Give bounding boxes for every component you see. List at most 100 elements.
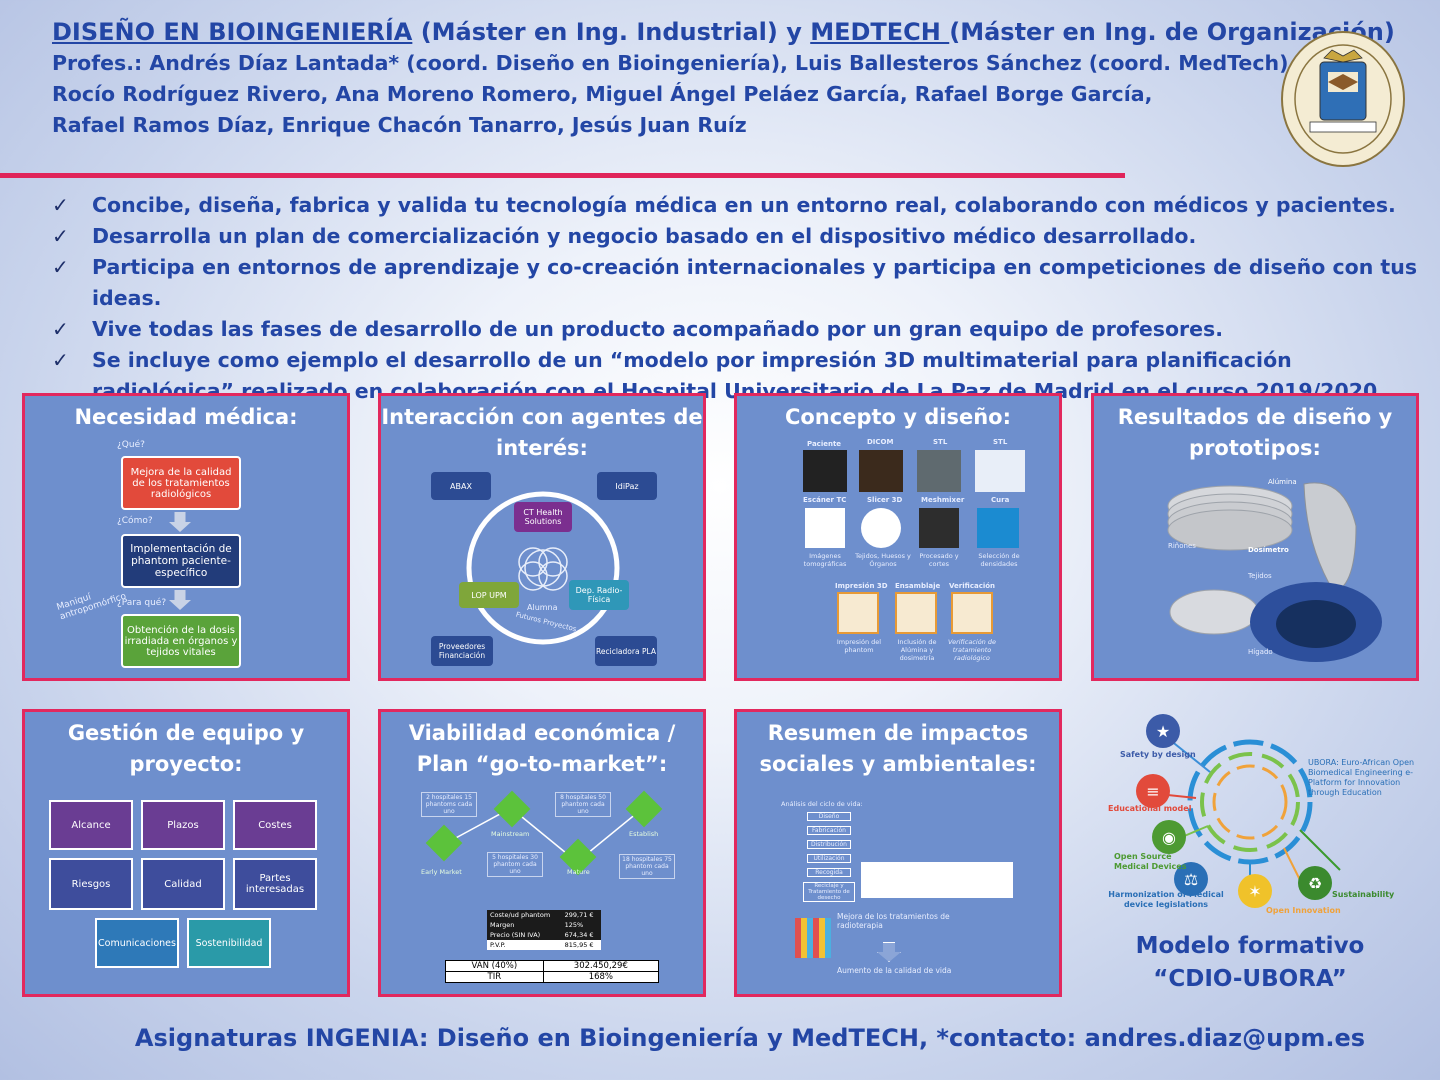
panel-title: Gestión de equipo y proyecto: [67, 721, 305, 776]
step-label: DICOM [867, 438, 894, 446]
impact-table [861, 862, 1013, 898]
shield-icon: ★ [1146, 714, 1180, 748]
stakeholder-idipaz: IdiPaz [597, 472, 657, 500]
stakeholder-abax: ABAX [431, 472, 491, 500]
panel-title: Interacción con agentes de interés: [381, 405, 703, 460]
authors-line-3: Rafael Ramos Díaz, Enrique Chacón Tanarr… [52, 113, 747, 137]
bullet-item: ✓Desarrolla un plan de comercialización … [52, 221, 1432, 252]
ubora-title-line-2: “CDIO-UBORA” [1153, 966, 1347, 992]
arrow-down-icon [169, 590, 191, 610]
table-cell: 125% [564, 921, 584, 929]
ubora-diagram: ★ ≡ ◉ ⚖ ✶ ♻ Safety by design Educational… [1100, 712, 1430, 922]
slicer-icon [861, 508, 901, 548]
stakeholder-lop-upm: LOP UPM [459, 582, 519, 608]
check-icon: ✓ [52, 193, 69, 217]
bullet-item: ✓Vive todas las fases de desarrollo de u… [52, 314, 1432, 345]
label-dosimetro: Dosímetro [1248, 546, 1289, 554]
panel-title: Viabilidad económica / Plan “go-to-marke… [408, 721, 676, 776]
step-label: Slicer 3D [867, 496, 903, 504]
stage-label: Establish [629, 830, 659, 838]
panel-title: Resultados de diseño y prototipos: [1117, 405, 1393, 460]
lca-step: Recogida [807, 868, 851, 877]
pm-area-costes: Costes [233, 800, 317, 850]
label-tejidos: Tejidos [1248, 572, 1272, 580]
pm-area-riesgos: Riesgos [49, 858, 133, 910]
table-cell: P.V.P. [490, 941, 506, 949]
open-source-icon: ◉ [1152, 820, 1186, 854]
tir-label: TIR [445, 971, 544, 983]
cura-stl-image [975, 450, 1025, 492]
table-cell: 674,34 € [564, 931, 594, 939]
stakeholder-dep-radiofisica: Dep. Radio-Física [569, 580, 629, 610]
divider-line [0, 173, 1125, 178]
table-cell: Margen [490, 921, 515, 929]
upm-seal-logo [1281, 31, 1405, 167]
stakeholder-ct-health: CT Health Solutions [514, 502, 572, 532]
check-icon: ✓ [52, 224, 69, 248]
ubora-caption: UBORA: Euro-African Open Biomedical Engi… [1308, 758, 1415, 797]
header: DISEÑO EN BIOINGENIERÍA (Máster en Ing. … [52, 16, 1395, 141]
step-label: STL [933, 438, 948, 446]
panel-viabilidad: Viabilidad económica / Plan “go-to-marke… [378, 709, 706, 997]
need-box-mejora: Mejora de la calidad de los tratamientos… [121, 456, 241, 510]
step-label: Ensamblaje [895, 582, 941, 590]
go-to-market-diagram [425, 790, 663, 876]
side-label: Maniquí antropomórfico [55, 591, 128, 623]
ct-scan-image [803, 450, 847, 492]
step-label: STL [993, 438, 1008, 446]
lca-step: Diseño [807, 812, 851, 821]
panel-impactos: Resumen de impactos sociales y ambiental… [734, 709, 1062, 997]
check-icon: ✓ [52, 317, 69, 341]
arrow-down-icon [877, 942, 901, 962]
footer-text: Asignaturas INGENIA: Diseño en Bioingeni… [134, 1024, 1366, 1052]
dicom-image [859, 450, 903, 492]
label-rinones: Riñones [1168, 542, 1196, 550]
question-label: ¿Para qué? [117, 598, 167, 608]
step-label: Meshmixer [921, 496, 965, 504]
lca-step: Reciclaje y Tratamiento de desecho [803, 882, 855, 902]
label-alumina: Alúmina [1268, 478, 1297, 486]
table-cell: 815,95 € [564, 941, 594, 949]
authors-line-2: Rocío Rodríguez Rivero, Ana Moreno Romer… [52, 82, 1153, 106]
table-cell: Coste/ud phantom [490, 911, 551, 919]
scanner-icon [805, 508, 845, 548]
prototype-photo [1167, 482, 1382, 662]
lca-step: Fabricación [807, 826, 851, 835]
panel-title: Concepto y diseño: [784, 405, 1012, 429]
label-alumna: Alumna [527, 603, 558, 612]
check-icon: ✓ [52, 255, 69, 279]
step-caption: Tejidos, Huesos y Órganos [855, 552, 911, 568]
ubora-title-line-1: Modelo formativo [1135, 933, 1365, 959]
stakeholder-diagram [466, 491, 620, 645]
authors-line-1: Profes.: Andrés Díaz Lantada* (coord. Di… [52, 51, 1297, 75]
van-value: 302.450,29€ [542, 960, 660, 972]
panel-gestion: Gestión de equipo y proyecto: Alcance Pl… [22, 709, 350, 997]
van-label: VAN (40%) [445, 960, 544, 972]
ubora-label: Educational model [1108, 804, 1192, 813]
lca-step: Distribución [807, 840, 851, 849]
bullet-item: ✓Concibe, diseña, fabrica y valida tu te… [52, 190, 1432, 221]
stage-note: 8 hospitales 50 phantom cada uno [555, 792, 611, 817]
ubora-label: Harmonization of Medical device legislat… [1108, 890, 1224, 909]
step-caption: Selección de densidades [978, 552, 1020, 568]
ubora-title: Modelo formativo “CDIO-UBORA” [1100, 930, 1400, 996]
page-title: DISEÑO EN BIOINGENIERÍA (Máster en Ing. … [52, 16, 1395, 48]
question-label: ¿Cómo? [117, 516, 153, 526]
title-bioingenieria: DISEÑO EN BIOINGENIERÍA [52, 18, 413, 46]
need-box-implementacion: Implementación de phantom paciente-espec… [121, 534, 241, 588]
pm-area-calidad: Calidad [141, 858, 225, 910]
arrow-down-icon [169, 512, 191, 532]
stl-image [917, 450, 961, 492]
panel-resultados: Resultados de diseño y prototipos: Alúmi… [1091, 393, 1419, 681]
impact-aumento: Aumento de la calidad de vida [837, 966, 952, 975]
panel-necesidad-medica: Necesidad médica: ¿Qué? Mejora de la cal… [22, 393, 350, 681]
footer: Asignaturas INGENIA: Diseño en Bioingeni… [0, 1024, 1440, 1052]
step-caption: Verificación de tratamiento radiológico [948, 638, 996, 662]
stage-label: Mainstream [491, 830, 530, 838]
tir-value: 168% [542, 971, 660, 983]
step-label: Impresión 3D [835, 582, 888, 590]
bullet-item: ✓Participa en entornos de aprendizaje y … [52, 252, 1432, 314]
stakeholder-proveedores: Proveedores Financiación [431, 636, 493, 666]
ribbons-icon [795, 918, 831, 958]
